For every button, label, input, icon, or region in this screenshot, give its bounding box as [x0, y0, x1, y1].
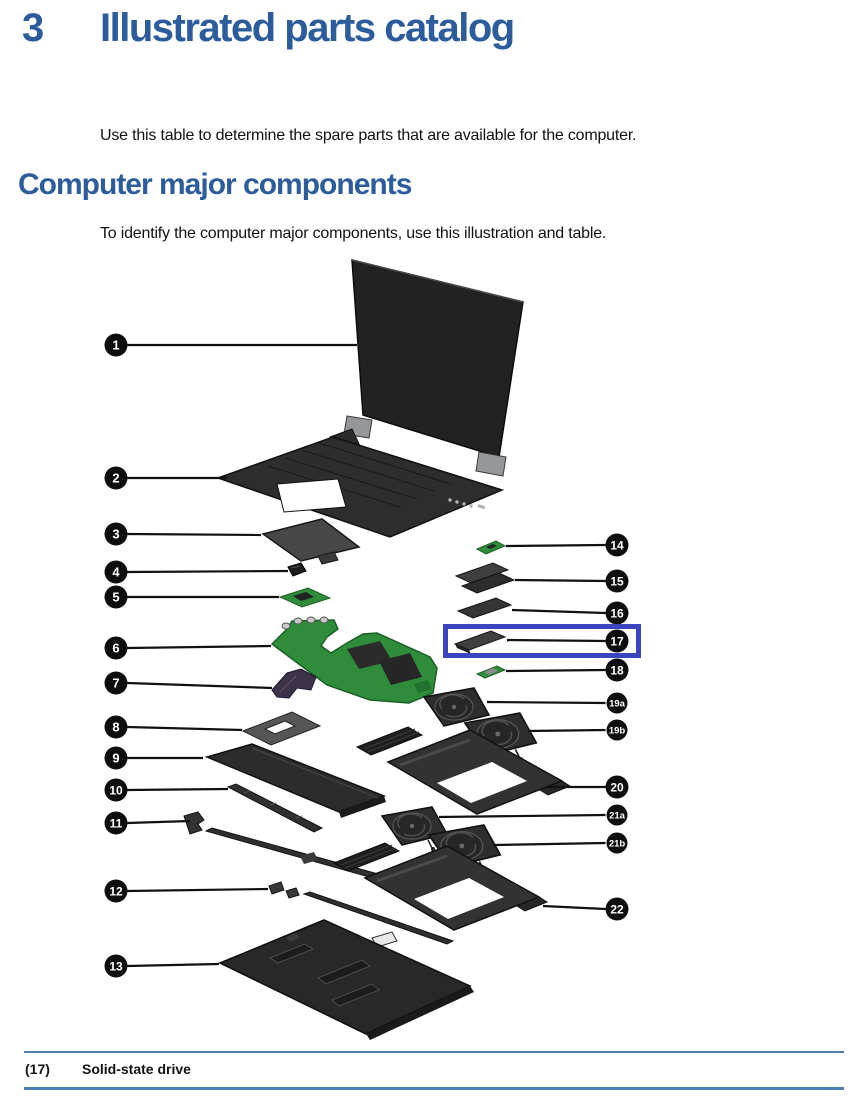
chapter-title: Illustrated parts catalog — [100, 6, 515, 50]
svg-text:17: 17 — [610, 635, 624, 649]
svg-text:21a: 21a — [609, 811, 626, 822]
svg-text:14: 14 — [610, 539, 624, 553]
svg-text:10: 10 — [109, 784, 123, 798]
chapter-number: 3 — [22, 6, 44, 50]
part-solid-state-drive — [453, 630, 507, 654]
part-small-parts-rail — [268, 881, 455, 948]
section-intro-paragraph: To identify the computer major component… — [100, 225, 607, 242]
part-connector-bracket — [271, 668, 317, 699]
callout-9: 9 — [104, 746, 128, 770]
svg-text:16: 16 — [610, 607, 624, 621]
part-bracket — [241, 711, 322, 746]
part-heatsink-20 — [355, 725, 572, 816]
callout-16: 16 — [605, 601, 629, 625]
svg-text:19b: 19b — [609, 726, 626, 737]
callout-10: 10 — [104, 778, 128, 802]
part-battery — [204, 743, 387, 818]
gpu-chip — [379, 653, 422, 685]
svg-text:12: 12 — [109, 885, 123, 899]
svg-text:3: 3 — [112, 527, 119, 542]
callout-21a: 21a — [606, 804, 628, 826]
svg-text:2: 2 — [112, 471, 119, 486]
callout-14: 14 — [605, 533, 629, 557]
parts-diagram: 1 2 3 4 5 6 7 8 9 10 11 12 13 14 15 16 1… — [104, 259, 641, 1040]
callouts: 1 2 3 4 5 6 7 8 9 10 11 12 13 14 15 16 1… — [104, 333, 629, 978]
table-cell-item-description: Solid-state drive — [82, 1061, 191, 1077]
part-touchpad — [261, 518, 361, 565]
svg-text:4: 4 — [112, 565, 120, 580]
part-bottom-cover — [218, 919, 474, 1040]
callout-13: 13 — [104, 954, 128, 978]
touchpad-cutout — [276, 478, 347, 513]
part-shield — [456, 597, 513, 619]
callout-2: 2 — [104, 466, 128, 490]
svg-text:11: 11 — [110, 817, 123, 831]
part-power-button-board — [287, 562, 307, 577]
part-system-board — [270, 616, 438, 704]
callout-22: 22 — [605, 897, 629, 921]
callout-19b: 19b — [606, 719, 628, 741]
part-small-board — [278, 587, 332, 608]
svg-text:1: 1 — [112, 338, 119, 353]
table-cell-item-number: (17) — [25, 1061, 50, 1077]
part-ssd-board — [475, 665, 507, 679]
svg-text:22: 22 — [610, 903, 624, 917]
part-speaker-strip — [226, 783, 324, 833]
svg-text:15: 15 — [610, 575, 624, 589]
callout-15: 15 — [605, 569, 629, 593]
callout-21b: 21b — [606, 832, 628, 854]
callout-7: 7 — [104, 671, 128, 695]
part-wlan-module — [475, 540, 507, 555]
callout-11: 11 — [104, 811, 128, 835]
part-top-cover-keyboard — [215, 428, 505, 538]
svg-text:18: 18 — [610, 664, 624, 678]
svg-text:21b: 21b — [609, 839, 626, 850]
svg-text:19a: 19a — [609, 699, 626, 710]
intro-paragraph: Use this table to determine the spare pa… — [100, 127, 637, 144]
callout-12: 12 — [104, 879, 128, 903]
callout-3: 3 — [104, 522, 128, 546]
side-ports — [448, 498, 486, 510]
table-rule-bottom — [24, 1087, 844, 1090]
callout-5: 5 — [104, 585, 128, 609]
svg-text:7: 7 — [112, 676, 119, 691]
callout-17: 17 — [605, 629, 629, 653]
svg-text:6: 6 — [112, 641, 119, 656]
callout-8: 8 — [104, 715, 128, 739]
callout-18: 18 — [605, 658, 629, 682]
highlight-box-item-17 — [443, 624, 641, 658]
svg-text:20: 20 — [610, 781, 624, 795]
svg-text:5: 5 — [112, 590, 119, 605]
callout-6: 6 — [104, 636, 128, 660]
callout-4: 4 — [104, 560, 128, 584]
section-heading: Computer major components — [18, 168, 412, 201]
svg-text:9: 9 — [112, 751, 119, 766]
leader-lines — [127, 343, 606, 968]
part-memory-modules — [454, 562, 516, 594]
callout-1: 1 — [104, 333, 128, 357]
callout-19a: 19a — [606, 692, 628, 714]
part-display-assembly — [343, 259, 524, 477]
svg-text:8: 8 — [112, 720, 119, 735]
part-heatsink-22 — [332, 841, 549, 932]
display-hinge-right — [475, 451, 507, 477]
table-rule-top — [24, 1051, 844, 1053]
svg-text:13: 13 — [109, 960, 123, 974]
callout-20: 20 — [605, 775, 629, 799]
